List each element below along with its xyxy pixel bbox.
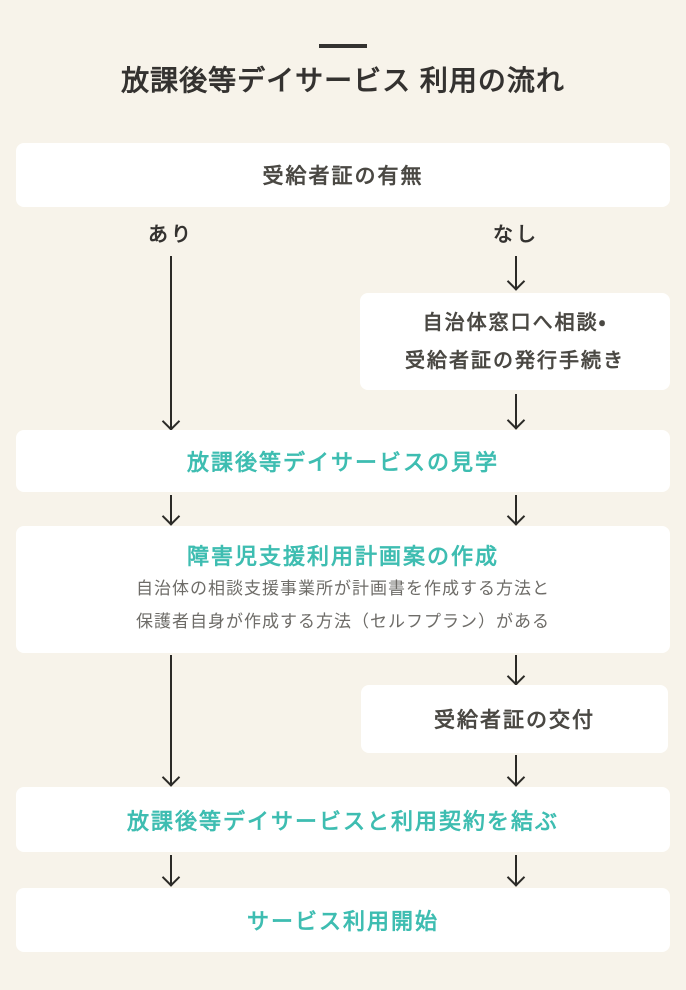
arrow-right-contract-to-begin bbox=[515, 855, 517, 884]
step-label: 放課後等デイサービスと利用契約を結ぶ bbox=[126, 808, 559, 834]
step-box-municipal-consultation: 自治体窓口へ相談・ 受給者証の発行手続き bbox=[360, 293, 670, 390]
branch-label-yes: あり bbox=[148, 224, 194, 246]
page-title: 放課後等デイサービス 利用の流れ bbox=[121, 65, 565, 96]
arrow-right-issue-to-contract bbox=[515, 755, 517, 784]
step-label-line1: 自治体窓口へ相談・ bbox=[422, 311, 608, 334]
step-description-line1: 自治体の相談支援事業所が計画書を作成する方法と bbox=[136, 578, 550, 598]
step-box-support-plan: 障害児支援利用計画案の作成 自治体の相談支援事業所が計画書を作成する方法と 保護… bbox=[16, 526, 670, 653]
arrow-left-yes-to-visit bbox=[170, 256, 172, 428]
step-label: サービス利用開始 bbox=[246, 909, 439, 934]
step-label: 受給者証の有無 bbox=[262, 165, 424, 188]
step-box-service-visit: 放課後等デイサービスの見学 bbox=[16, 430, 670, 492]
arrow-left-visit-to-plan bbox=[170, 495, 172, 523]
arrow-left-plan-to-contract bbox=[170, 655, 172, 784]
branch-label-no: なし bbox=[493, 224, 539, 246]
step-box-certificate-issuance: 受給者証の交付 bbox=[361, 685, 668, 753]
step-box-usage-contract: 放課後等デイサービスと利用契約を結ぶ bbox=[16, 787, 670, 852]
title-dash-rule bbox=[319, 44, 367, 48]
step-box-service-start: サービス利用開始 bbox=[16, 888, 670, 952]
arrow-right-visit-to-plan bbox=[515, 495, 517, 523]
step-label: 放課後等デイサービスの見学 bbox=[186, 450, 499, 475]
step-box-recipient-certificate-check: 受給者証の有無 bbox=[16, 143, 670, 207]
step-label-line2: 受給者証の発行手続き bbox=[405, 349, 625, 372]
arrow-right-plan-to-issue bbox=[515, 655, 517, 683]
arrow-right-no-to-apply bbox=[515, 256, 517, 288]
step-description-line2: 保護者自身が作成する方法（セルフプラン）がある bbox=[136, 611, 550, 631]
arrow-left-contract-to-begin bbox=[170, 855, 172, 884]
step-label: 受給者証の交付 bbox=[434, 709, 595, 732]
step-heading: 障害児支援利用計画案の作成 bbox=[186, 543, 499, 569]
arrow-right-apply-to-visit bbox=[515, 394, 517, 427]
